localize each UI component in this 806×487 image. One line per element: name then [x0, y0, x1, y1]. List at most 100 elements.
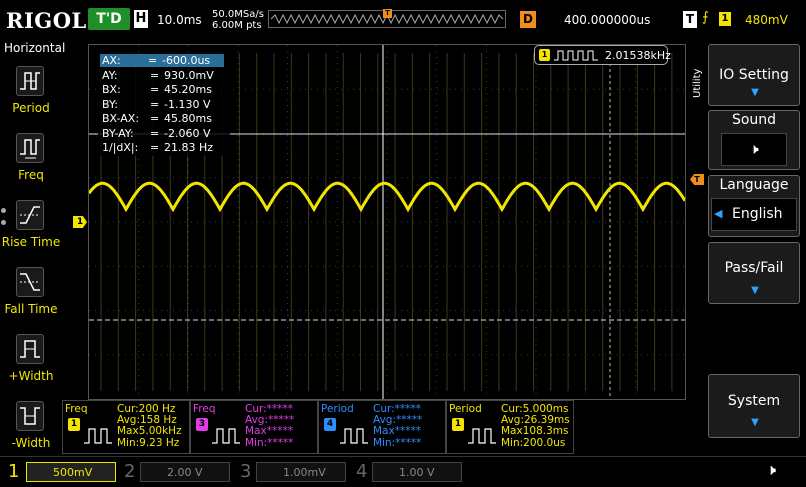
speaker-icon[interactable]: 🕨	[766, 460, 777, 479]
menu-category-label: Utility	[692, 68, 703, 98]
pass-fail-button[interactable]: Pass/Fail ▼	[708, 242, 800, 304]
trigger-level[interactable]: 480mV	[745, 13, 788, 27]
measurement-min: Min:*****	[373, 436, 422, 449]
pos-width-icon	[16, 334, 44, 364]
cursor-eq: =	[150, 97, 160, 111]
measurement-stats: Cur:*****Avg:*****Max*****Min:*****	[245, 403, 295, 449]
sound-value-box: 🕨	[721, 133, 787, 166]
measurement-cur: Cur:5.000ms	[501, 403, 569, 415]
frequency-counter: 1 2.01538kHz	[534, 45, 671, 65]
top-status-bar: RIGOL T'D H 10.0ms 50.0MSa/s 6.00M pts T…	[0, 0, 806, 40]
ch1-offset-marker[interactable]: 1	[73, 216, 87, 228]
counter-value: 2.01538kHz	[605, 49, 671, 62]
measure-rise-time-button[interactable]: Rise Time	[0, 194, 62, 260]
rise-time-icon	[16, 200, 44, 230]
cursor-name: AX:	[102, 54, 121, 67]
timebase-label: H	[134, 10, 148, 28]
measure-freq-button[interactable]: Freq	[0, 127, 62, 193]
freq-icon	[16, 133, 44, 163]
measure-neg-width-button[interactable]: -Width	[0, 395, 62, 461]
cursor-eq: =	[148, 54, 158, 67]
acquisition-info: 50.0MSa/s 6.00M pts	[212, 9, 264, 31]
io-setting-button[interactable]: IO Setting ▼	[708, 44, 800, 106]
pass-fail-label: Pass/Fail	[724, 260, 784, 276]
sound-button[interactable]: Sound 🕨	[708, 110, 800, 170]
channel-number[interactable]: 2	[124, 461, 136, 482]
measure-fall-time-button[interactable]: Fall Time	[0, 261, 62, 327]
page-indicator-dot	[1, 208, 6, 213]
measurement-max: Max*****	[245, 425, 293, 438]
io-setting-label: IO Setting	[719, 67, 789, 83]
cursor-row: AY:=930.0mV	[102, 69, 214, 82]
cursor-eq: =	[150, 83, 160, 96]
rising-edge-icon: ⨍	[702, 10, 709, 25]
measure-period-button[interactable]: Period	[0, 60, 62, 126]
neg-width-icon	[16, 401, 44, 431]
measure-neg-width-label: -Width	[11, 436, 51, 450]
cursor-eq: =	[150, 68, 160, 82]
sound-label: Sound	[731, 112, 777, 128]
language-button[interactable]: Language ◀ English	[708, 175, 800, 237]
channel-scale-box[interactable]: 2.00 V	[140, 462, 230, 482]
measurement-min: Min:9.23 Hz	[117, 436, 180, 449]
measurement-cur: Cur:*****	[373, 403, 421, 415]
cursor-value: 930.0mV	[164, 68, 214, 82]
measurement-cur: Cur:*****	[245, 403, 293, 415]
channel-scale-box[interactable]: 1.00 V	[372, 462, 462, 482]
pulse-icon	[212, 428, 240, 444]
channel-number[interactable]: 1	[8, 461, 20, 482]
channel-number[interactable]: 4	[356, 461, 368, 482]
cursor-eq: =	[150, 141, 160, 154]
measurement-name: Period	[449, 403, 482, 415]
measurement-min: Min:*****	[245, 436, 294, 449]
cursor-row: BY: = -1.130 V	[102, 97, 210, 111]
measurement-channel: 1	[68, 418, 80, 431]
measurement-max: Max108.3ms	[501, 425, 569, 438]
timebase-value[interactable]: 10.0ms	[157, 13, 202, 27]
measurement-channel: 1	[452, 418, 464, 431]
trigger-position-marker: T	[383, 9, 392, 18]
trigger-channel: 1	[719, 12, 731, 26]
cursor-row: 1/|dX|: = 21.83 Hz	[102, 141, 213, 154]
channel-scale-box[interactable]: 1.00mV	[256, 462, 346, 482]
cursor-row: BX-AX:=45.80ms	[102, 112, 212, 125]
cursor-name: BY:	[102, 97, 118, 111]
run-state-badge[interactable]: T'D	[88, 8, 130, 30]
measurement-avg: Avg:*****	[245, 414, 295, 427]
fall-time-icon	[16, 267, 44, 297]
system-button[interactable]: System ▼	[708, 374, 800, 438]
utility-menu: IO Setting ▼ Sound 🕨 Language ◀ English …	[706, 44, 806, 454]
menu-title: Horizontal	[4, 41, 66, 55]
measurement-max: Max5.00kHz	[117, 425, 182, 438]
delay-value[interactable]: 400.000000us	[564, 13, 651, 27]
measurement-name: Freq	[65, 403, 88, 415]
cursor-eq: =	[150, 126, 160, 140]
language-label: Language	[719, 177, 789, 193]
measure-pos-width-label: +Width	[8, 369, 54, 383]
measurement-min: Min:200.0us	[501, 436, 566, 449]
measure-fall-time-label: Fall Time	[4, 302, 58, 316]
channel-number[interactable]: 3	[240, 461, 252, 482]
cursor-value: 45.20ms	[164, 83, 212, 96]
chevron-left-icon[interactable]: ◀	[714, 207, 723, 220]
channel-scale-box[interactable]: 500mV	[26, 462, 116, 482]
system-label: System	[727, 393, 781, 409]
cursor-value: 21.83 Hz	[164, 141, 214, 154]
trigger-level-marker[interactable]: T	[690, 174, 704, 185]
cursor-name: BX:	[102, 83, 121, 96]
cursor-value: -1.130 V	[164, 97, 211, 111]
measure-pos-width-button[interactable]: +Width	[0, 328, 62, 394]
measurement-cur: Cur:200 Hz	[117, 403, 176, 415]
ch1-waveform	[89, 181, 685, 213]
measurement-max: Max*****	[373, 425, 421, 438]
language-value-box[interactable]: ◀ English	[711, 198, 797, 231]
period-icon	[16, 66, 44, 96]
cursor-name: 1/|dX|:	[102, 141, 139, 154]
